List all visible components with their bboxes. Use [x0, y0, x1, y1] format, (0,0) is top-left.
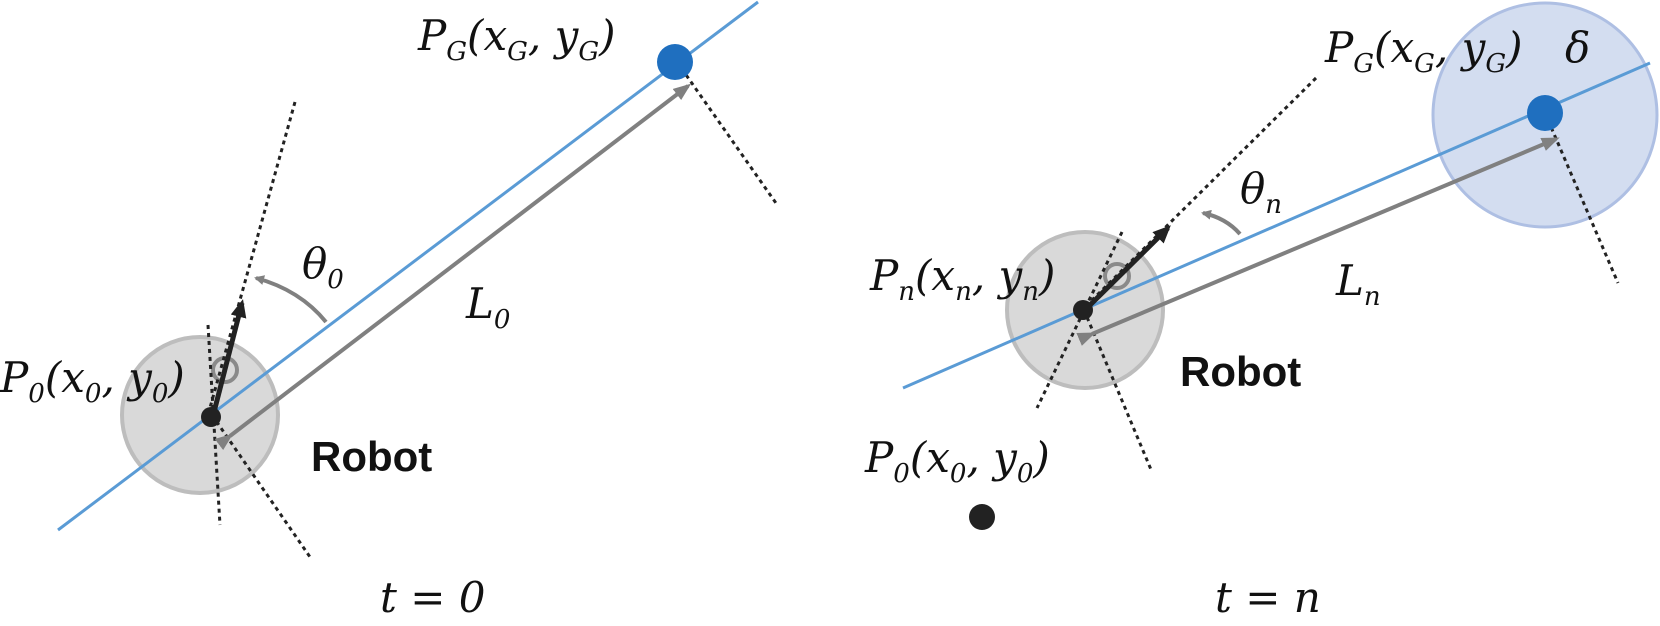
vertical-guide-line-left: [206, 324, 222, 526]
distance-label-left: L0: [465, 279, 510, 335]
heading-arrow-left: [210, 299, 247, 417]
perpendicular-guide-line-right: [1082, 309, 1154, 473]
goal-label-right: PG(xG, yG): [1324, 23, 1523, 79]
time-label-left: t = 0: [380, 573, 486, 622]
angle-arc-right: [1201, 209, 1242, 236]
theta-label-left: θ0: [302, 239, 344, 295]
goal-perpendicular-line-left: [675, 61, 780, 207]
robot-center-right: [1073, 300, 1093, 320]
tolerance-label: δ: [1565, 23, 1590, 72]
start-label-right: P0(x0, y0): [864, 433, 1050, 489]
theta-label-right: θn: [1240, 164, 1282, 220]
distance-vector-right: [1076, 137, 1560, 346]
right-panel: PG(xG, yG) δ Pn(xn, yn) P0(x0, y0) θn Ln…: [864, 1, 1659, 622]
robot-label-left: Robot: [311, 433, 432, 480]
current-position-label: Pn(xn, yn): [869, 251, 1055, 307]
angle-arc-left: [254, 275, 328, 324]
robot-label-right: Robot: [1180, 348, 1301, 395]
start-label-left: P0(x0, y0): [0, 353, 185, 409]
robot-center-left: [201, 407, 221, 427]
time-label-right: t = n: [1215, 573, 1321, 622]
distance-label-right: Ln: [1335, 256, 1381, 312]
start-point-right: [969, 504, 995, 530]
goal-perpendicular-line-right: [1543, 112, 1620, 284]
left-panel: PG(xG, yG) P0(x0, y0) θ0 L0 Robot t = 0: [0, 0, 780, 622]
goal-point-left: [657, 44, 693, 80]
goal-point-right: [1527, 95, 1563, 131]
goal-label-left: PG(xG, yG): [417, 11, 616, 67]
distance-vector-left: [214, 83, 692, 451]
heading-arrow-right: [1083, 225, 1171, 312]
